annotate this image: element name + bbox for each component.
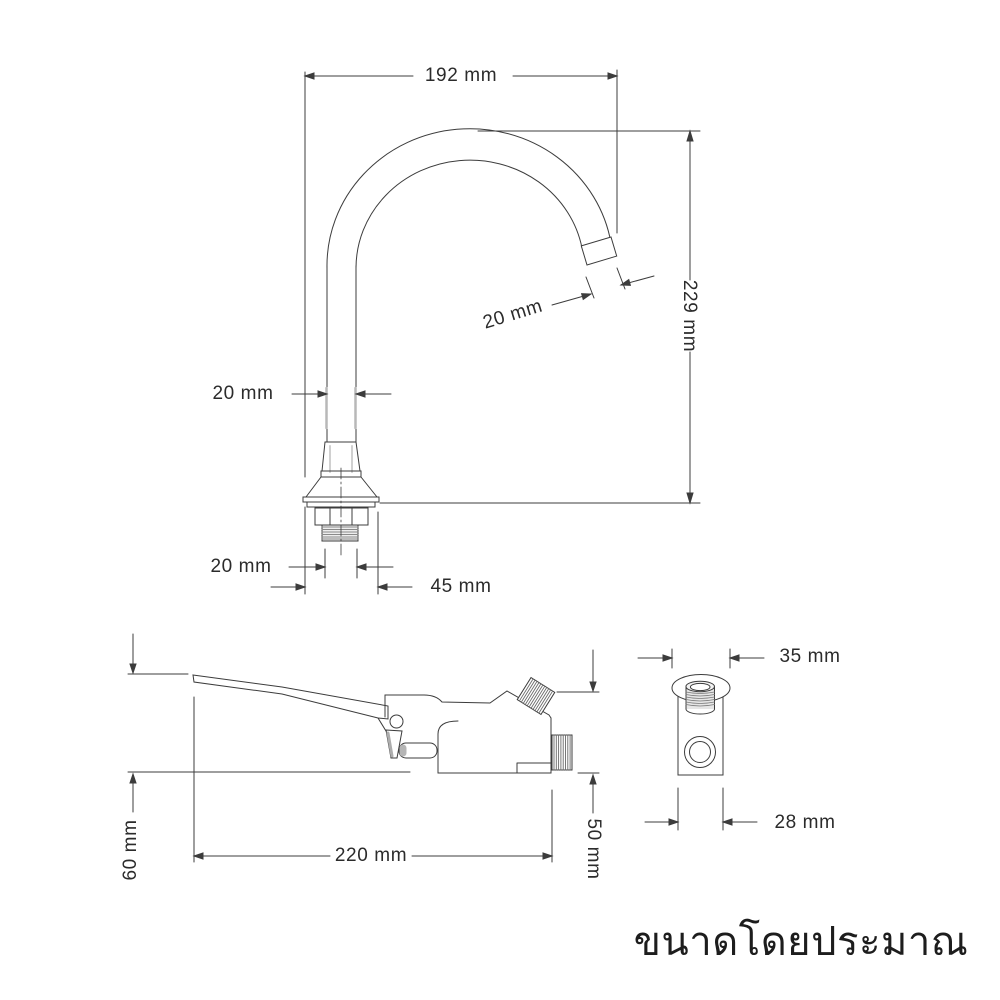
dim-label-pedal-length: 220 mm [334, 845, 408, 866]
dim-label-spout-reach: 192 mm [424, 65, 498, 86]
faucet-front-view [302, 128, 618, 557]
pedal-valve-side-view [127, 674, 573, 774]
top-view-dimension-lines [637, 648, 765, 831]
faucet-dimension-lines [270, 69, 701, 595]
pedal-dimension-lines [127, 633, 600, 863]
approximate-size-caption: ขนาดโดยประมาณ [633, 920, 969, 964]
dim-label-thread-diameter: 20 mm [210, 556, 272, 577]
dim-label-pedal-height-right: 50 mm [583, 818, 604, 880]
dim-label-flange-width: 35 mm [779, 646, 841, 667]
dim-label-base-width: 45 mm [430, 576, 492, 597]
dim-label-overall-height: 229 mm [679, 279, 700, 353]
pedal-valve-top-view [671, 674, 731, 776]
dim-label-pedal-height-left: 60 mm [120, 819, 141, 881]
dim-label-body-width: 28 mm [774, 812, 836, 833]
dim-label-pipe-diameter: 20 mm [212, 383, 274, 404]
